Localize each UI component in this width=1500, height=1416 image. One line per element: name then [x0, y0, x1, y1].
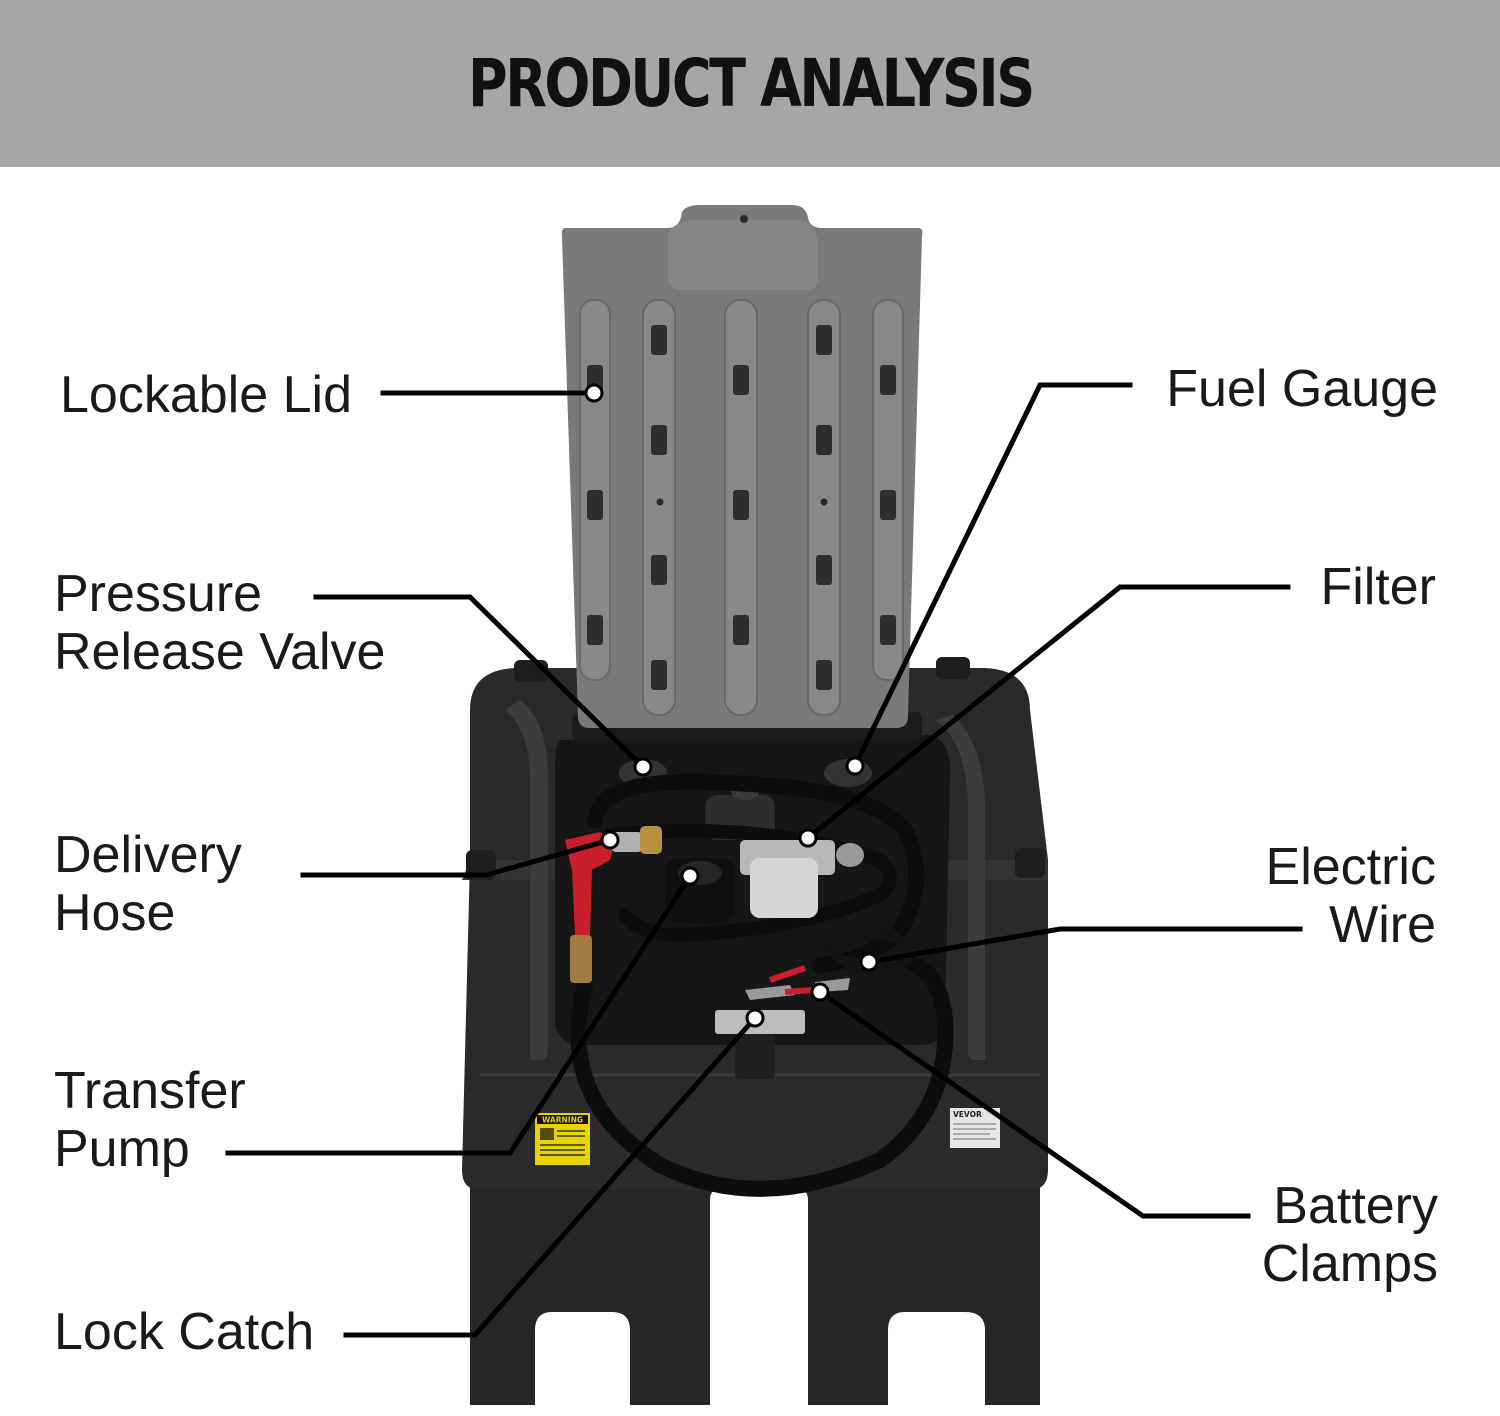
dot-electric-wire — [859, 952, 879, 972]
battery-clamps — [745, 965, 850, 1000]
warning-label: WARNING — [535, 1113, 590, 1165]
page-title: PRODUCT ANALYSIS — [467, 45, 1035, 122]
dot-lock-catch — [745, 1008, 765, 1028]
tank-lid — [561, 205, 923, 728]
dot-fuel-gauge — [845, 756, 865, 776]
leader-line-filter — [804, 584, 1291, 842]
tank-base — [470, 1160, 1040, 1405]
leader-line-delivery-hose — [300, 836, 614, 878]
label-lockable-lid: Lockable Lid — [60, 366, 352, 424]
dot-pressure-release-valve — [633, 757, 653, 777]
leader-line-electric-wire — [866, 926, 1303, 965]
label-transfer-pump: Transfer Pump — [54, 1062, 246, 1178]
fuel-nozzle — [565, 826, 662, 983]
leader-lines — [225, 382, 1303, 1338]
label-battery-clamps: Battery Clamps — [1261, 1177, 1438, 1293]
dot-lockable-lid — [584, 383, 604, 403]
leader-line-battery-clamps — [816, 988, 1251, 1219]
brand-label: VEVOR — [950, 1108, 1000, 1148]
label-electric-wire: Electric Wire — [1265, 838, 1436, 954]
tank-components — [565, 759, 954, 1197]
brand-label-text: VEVOR — [953, 1110, 982, 1119]
dot-transfer-pump — [680, 866, 700, 886]
leader-line-transfer-pump — [225, 872, 694, 1156]
delivery-hose-loop — [570, 952, 954, 1197]
label-pressure-release-valve: Pressure Release Valve — [54, 565, 386, 681]
tank-right-rail — [935, 715, 985, 1060]
dot-delivery-hose — [600, 830, 620, 850]
label-fuel-gauge: Fuel Gauge — [1166, 360, 1438, 418]
dot-filter — [798, 828, 818, 848]
leader-line-pressure-release-valve — [313, 594, 647, 771]
label-delivery-hose: Delivery Hose — [54, 826, 242, 942]
fuel-tank-illustration: WARNING VEVOR — [462, 657, 1048, 1405]
tank-left-rail — [505, 700, 548, 1060]
leader-line-fuel-gauge — [851, 382, 1133, 770]
warning-label-text: WARNING — [542, 1116, 583, 1125]
leader-line-lock-catch — [343, 1014, 759, 1338]
label-filter: Filter — [1320, 558, 1436, 616]
label-lock-catch: Lock Catch — [54, 1303, 315, 1361]
filter-canister — [740, 840, 864, 918]
header-banner: PRODUCT ANALYSIS — [0, 0, 1500, 167]
callout-dots — [584, 383, 879, 1028]
dot-battery-clamps — [810, 982, 830, 1002]
